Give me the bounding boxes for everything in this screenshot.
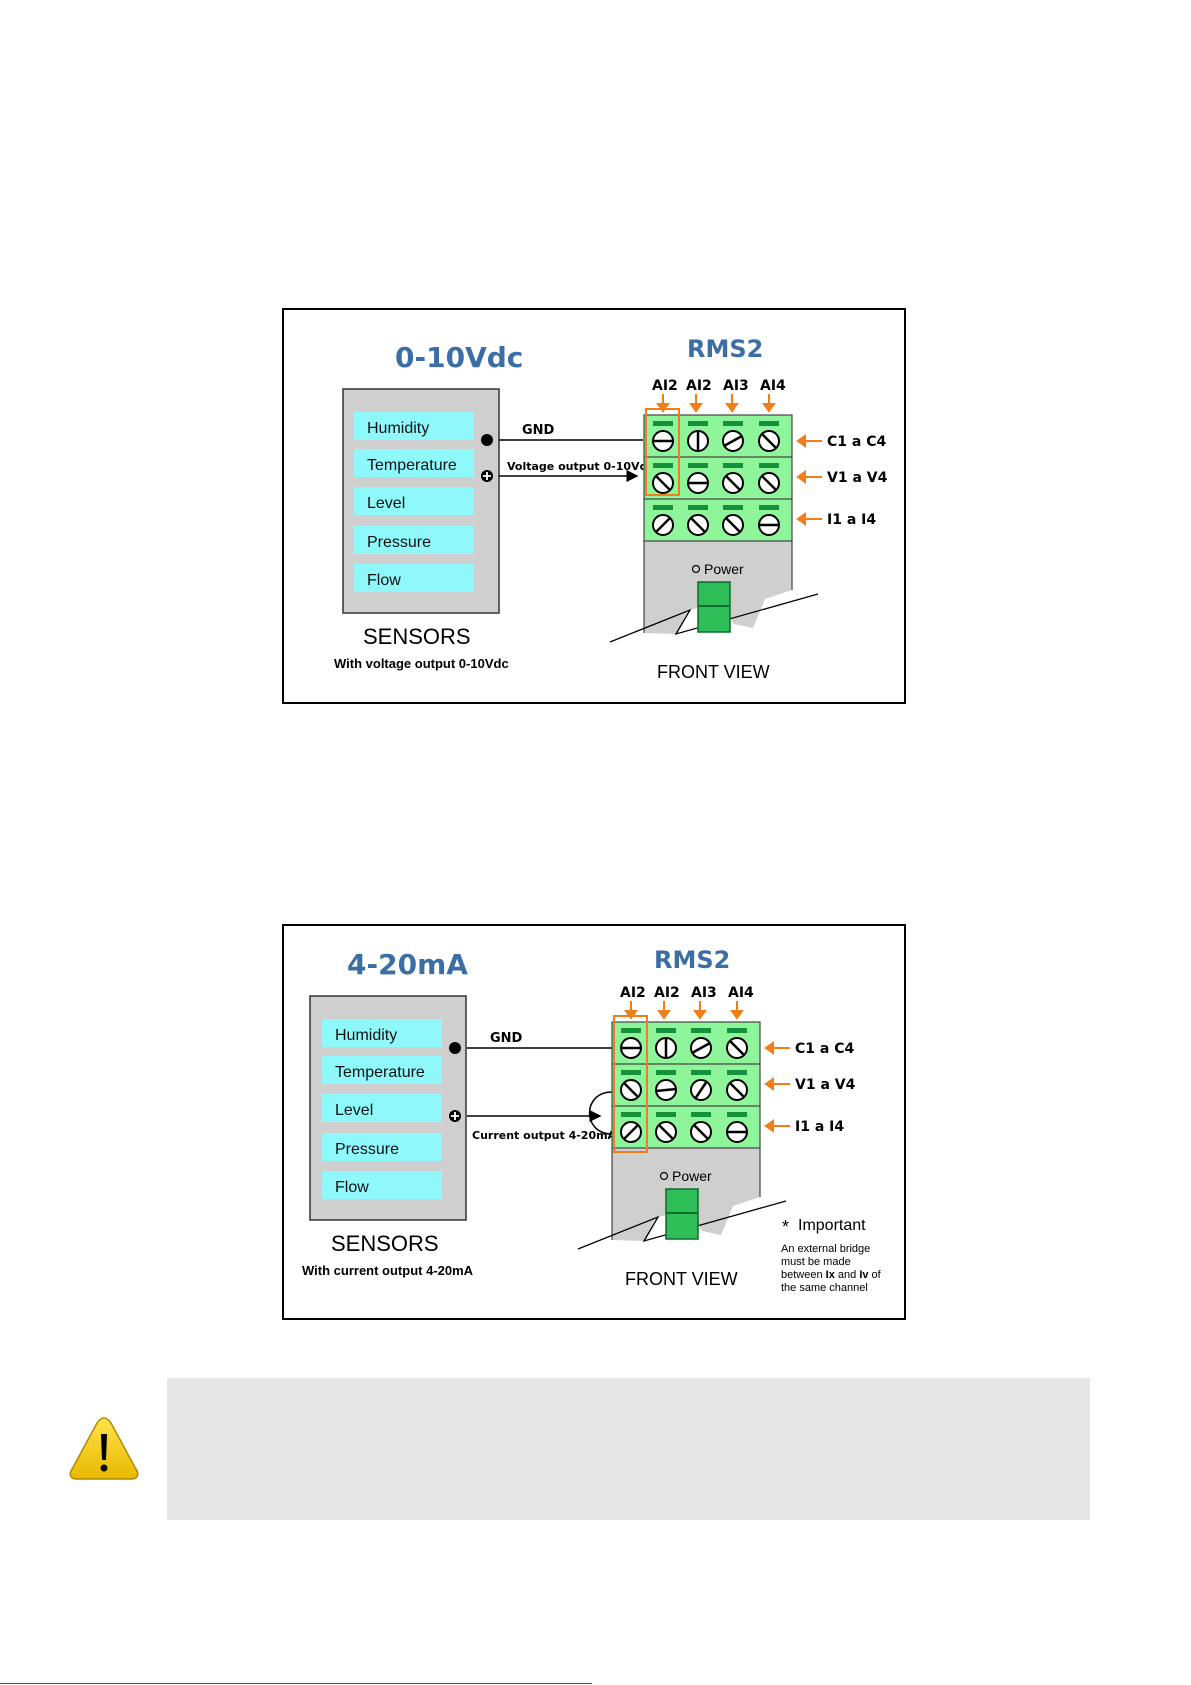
device-title: RMS2 — [654, 946, 730, 974]
warning-panel — [167, 1378, 1090, 1520]
sensor-item-humidity — [354, 412, 474, 440]
output-label: Voltage output 0-10Vdc — [507, 460, 654, 473]
sensor-item-pressure — [322, 1133, 442, 1161]
channel-label: AI4 — [728, 985, 754, 1001]
wiring-diagram-voltage: 0-10Vdc RMS2 Humidity Temperature Level … — [282, 308, 906, 704]
row-arrows — [764, 1041, 790, 1133]
gnd-terminal-dot — [449, 1042, 461, 1054]
external-bridge — [588, 1091, 613, 1135]
channel-label: AI2 — [654, 985, 680, 1001]
channel-label: AI3 — [691, 985, 717, 1001]
note-line: the same channel — [781, 1282, 868, 1294]
channel-arrows — [624, 1001, 744, 1020]
diagram-title: 0-10Vdc — [395, 341, 523, 374]
sensor-label: Humidity — [367, 420, 429, 437]
output-label: Current output 4-20mA — [472, 1129, 617, 1142]
row-label: C1 a C4 — [827, 434, 886, 450]
sensor-label: Temperature — [367, 457, 457, 474]
sensor-label: Flow — [367, 572, 401, 589]
power-led-icon — [691, 564, 701, 574]
sensor-label: Level — [367, 495, 405, 512]
channel-label: AI2 — [686, 378, 712, 394]
sensor-label: Temperature — [335, 1064, 425, 1081]
sensor-item-temperature — [354, 449, 474, 477]
device-break-line — [577, 1200, 787, 1250]
row-label: V1 a V4 — [827, 470, 888, 486]
note-line: An external bridge — [781, 1243, 870, 1255]
sensor-item-temperature — [322, 1056, 442, 1084]
note-marker: * — [782, 1217, 789, 1237]
row-arrows — [796, 434, 822, 526]
channel-arrows — [656, 394, 776, 413]
note-line: must be made — [781, 1256, 851, 1268]
screw-terminals — [652, 421, 780, 536]
sensors-title: SENSORS — [363, 624, 471, 649]
power-label: Power — [672, 1168, 712, 1184]
channel-label: AI4 — [760, 378, 786, 394]
power-label: Power — [704, 561, 744, 577]
diagram-title: 4-20mA — [347, 948, 468, 981]
diagram-canvas-voltage: 0-10Vdc RMS2 Humidity Temperature Level … — [282, 308, 906, 704]
row-label: I1 a I4 — [827, 512, 876, 528]
channel-label: AI3 — [723, 378, 749, 394]
sensor-label: Pressure — [367, 534, 431, 551]
sensor-label: Level — [335, 1102, 373, 1119]
plus-sign-icon — [451, 1112, 459, 1120]
sensor-item-pressure — [354, 526, 474, 554]
sensor-item-flow — [322, 1171, 442, 1199]
row-label: V1 a V4 — [795, 1077, 856, 1093]
device-break-line — [609, 593, 819, 643]
power-led-icon — [659, 1171, 669, 1181]
note-line: between Ix and Iv of — [781, 1269, 882, 1281]
sensor-label: Flow — [335, 1179, 369, 1196]
sensors-title: SENSORS — [331, 1231, 439, 1256]
sensors-subtitle: With voltage output 0-10Vdc — [334, 656, 509, 671]
row-label: C1 a C4 — [795, 1041, 854, 1057]
sensors-subtitle: With current output 4-20mA — [302, 1263, 474, 1278]
gnd-label: GND — [522, 423, 555, 438]
sensor-label: Pressure — [335, 1141, 399, 1158]
channel-label: AI2 — [652, 378, 678, 394]
plus-sign-icon — [483, 472, 491, 480]
footer-rule — [0, 1683, 592, 1684]
sensor-item-level — [322, 1094, 442, 1122]
diagram-canvas-current: 4-20mA RMS2 Humidity Temperature Level P… — [282, 924, 906, 1320]
screw-terminals — [620, 1028, 748, 1143]
view-label: FRONT VIEW — [625, 1269, 738, 1289]
gnd-terminal-dot — [481, 434, 493, 446]
warning-triangle-icon — [68, 1414, 140, 1482]
gnd-label: GND — [490, 1031, 523, 1046]
device-title: RMS2 — [687, 335, 763, 363]
sensor-item-humidity — [322, 1019, 442, 1047]
wiring-diagram-current: 4-20mA RMS2 Humidity Temperature Level P… — [282, 924, 906, 1320]
channel-label: AI2 — [620, 985, 646, 1001]
sensor-label: Humidity — [335, 1027, 397, 1044]
view-label: FRONT VIEW — [657, 662, 770, 682]
note-title: Important — [798, 1217, 866, 1234]
sensor-item-level — [354, 487, 474, 515]
sensor-item-flow — [354, 564, 474, 592]
row-label: I1 a I4 — [795, 1119, 844, 1135]
